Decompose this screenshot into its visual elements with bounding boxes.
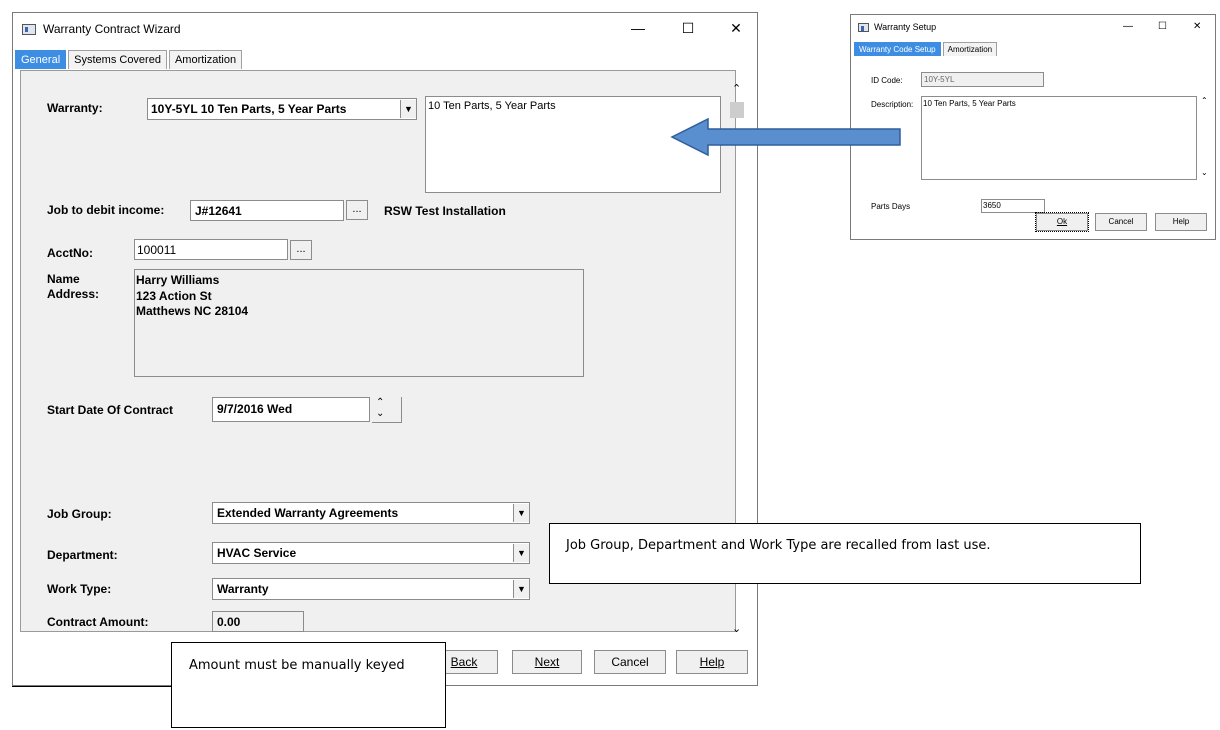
tab-bar: General Systems Covered Amortization — [15, 50, 243, 69]
parts-days-input[interactable]: 3650 — [981, 199, 1045, 213]
scroll-up-icon[interactable]: ⌃ — [732, 83, 742, 95]
start-date-input[interactable]: 9/7/2016 Wed — [212, 397, 370, 422]
amount-note-callout: Amount must be manually keyed — [171, 642, 446, 728]
recall-note-callout: Job Group, Department and Work Type are … — [549, 523, 1141, 584]
spin-down-icon[interactable]: ⌄ — [376, 408, 385, 419]
acctno-input[interactable]: 100011 — [134, 239, 288, 260]
warranty-description-box[interactable]: 10 Ten Parts, 5 Year Parts — [425, 96, 721, 193]
work-type-label: Work Type: — [47, 582, 112, 596]
address-line: Harry Williams — [136, 273, 220, 287]
warranty-description-text: 10 Ten Parts, 5 Year Parts — [428, 100, 556, 112]
chevron-down-icon[interactable]: ▼ — [400, 100, 416, 118]
maximize-icon[interactable]: ☐ — [681, 20, 695, 36]
next-button[interactable]: Next — [512, 650, 582, 674]
work-type-select[interactable]: Warranty ▼ — [212, 578, 530, 600]
scroll-down-icon[interactable]: ⌄ — [1201, 168, 1208, 177]
close-icon[interactable]: ✕ — [1193, 21, 1202, 32]
job-input-value: J#12641 — [195, 204, 242, 218]
vertical-scrollbar[interactable]: ⌃ ⌄ — [728, 82, 746, 642]
cancel-button[interactable]: Cancel — [1095, 213, 1147, 231]
minimize-icon[interactable]: — — [631, 20, 645, 36]
address-line: Matthews NC 28104 — [136, 304, 249, 318]
spin-up-icon[interactable]: ⌃ — [376, 397, 385, 408]
job-group-value: Extended Warranty Agreements — [217, 506, 399, 520]
warranty-label: Warranty: — [47, 101, 103, 115]
next-button-label: Next — [534, 655, 560, 669]
job-group-label: Job Group: — [47, 507, 112, 521]
app-icon — [22, 24, 36, 35]
contract-amount-input[interactable]: 0.00 — [212, 611, 304, 632]
id-code-input[interactable]: 10Y-5YL — [921, 72, 1044, 87]
arrow-left-icon — [670, 117, 901, 157]
parts-days-label: Parts Days — [871, 202, 911, 211]
job-input[interactable]: J#12641 — [190, 200, 344, 221]
job-label: Job to debit income: — [47, 203, 165, 217]
tab-amortization[interactable]: Amortization — [942, 42, 998, 56]
contract-amount-value: 0.00 — [217, 615, 241, 629]
scroll-down-icon[interactable]: ⌄ — [732, 623, 742, 635]
setup-tab-bar: Warranty Code Setup Amortization — [854, 42, 998, 56]
minimize-icon[interactable]: — — [1123, 21, 1133, 32]
app-icon — [858, 23, 869, 32]
amount-note-text: Amount must be manually keyed — [189, 658, 405, 673]
description-box[interactable]: 10 Ten Parts, 5 Year Parts — [921, 96, 1197, 180]
back-button-label: Back — [450, 655, 478, 669]
department-select[interactable]: HVAC Service ▼ — [212, 542, 530, 564]
window-title: Warranty Contract Wizard — [43, 22, 181, 36]
setup-window-title: Warranty Setup — [874, 22, 937, 32]
arrow-shape — [670, 117, 901, 157]
id-code-label: ID Code: — [871, 76, 903, 85]
acctno-input-value: 100011 — [137, 243, 177, 257]
description-scrollbar[interactable]: ⌃ ⌄ — [1199, 96, 1211, 180]
work-type-value: Warranty — [217, 582, 269, 596]
address-line: 123 Action St — [136, 288, 212, 303]
job-lookup-button[interactable]: ... — [346, 200, 368, 220]
warranty-select[interactable]: 10Y-5YL 10 Ten Parts, 5 Year Parts ▼ — [147, 98, 417, 120]
cancel-button[interactable]: Cancel — [594, 650, 666, 674]
chevron-down-icon[interactable]: ▼ — [513, 580, 529, 598]
acctno-lookup-button[interactable]: ... — [290, 240, 312, 260]
warranty-select-value: 10Y-5YL 10 Ten Parts, 5 Year Parts — [151, 102, 347, 116]
divider-line — [12, 686, 172, 687]
warranty-setup-window: Warranty Setup — ☐ ✕ Warranty Code Setup… — [850, 14, 1216, 240]
job-group-select[interactable]: Extended Warranty Agreements ▼ — [212, 502, 530, 524]
description-label: Description: — [871, 100, 914, 109]
address-box[interactable]: Harry Williams 123 Action St Matthews NC… — [134, 269, 584, 377]
help-button[interactable]: Help — [676, 650, 748, 674]
recall-note-text: Job Group, Department and Work Type are … — [566, 538, 991, 553]
date-spinner[interactable]: ⌃ ⌄ — [372, 397, 402, 423]
contract-amount-label: Contract Amount: — [47, 615, 149, 629]
close-icon[interactable]: ✕ — [730, 20, 742, 36]
chevron-down-icon[interactable]: ▼ — [513, 544, 529, 562]
help-button-label: Help — [699, 655, 725, 669]
tab-amortization[interactable]: Amortization — [168, 50, 243, 69]
maximize-icon[interactable]: ☐ — [1158, 21, 1167, 32]
job-name-text: RSW Test Installation — [384, 204, 506, 218]
chevron-down-icon[interactable]: ▼ — [513, 504, 529, 522]
scroll-up-icon[interactable]: ⌃ — [1201, 96, 1208, 105]
scroll-thumb[interactable] — [730, 102, 744, 118]
id-code-value: 10Y-5YL — [924, 75, 955, 84]
name-label: Name — [47, 272, 80, 286]
department-value: HVAC Service — [217, 546, 297, 560]
ok-button[interactable]: Ok — [1035, 212, 1089, 232]
acctno-label: AcctNo: — [47, 246, 94, 260]
address-lines: Harry Williams 123 Action St Matthews NC… — [136, 273, 248, 320]
start-date-label: Start Date Of Contract — [47, 403, 174, 417]
address-label: Address: — [47, 287, 100, 301]
start-date-value: 9/7/2016 Wed — [217, 402, 293, 416]
department-label: Department: — [47, 548, 118, 562]
help-button[interactable]: Help — [1155, 213, 1207, 231]
ok-button-label: Ok — [1056, 217, 1068, 226]
description-value: 10 Ten Parts, 5 Year Parts — [923, 99, 1016, 108]
parts-days-value: 3650 — [983, 201, 1001, 210]
tab-general[interactable]: General — [15, 50, 67, 69]
tab-warranty-code-setup[interactable]: Warranty Code Setup — [854, 42, 941, 56]
tab-systems-covered[interactable]: Systems Covered — [68, 50, 167, 69]
